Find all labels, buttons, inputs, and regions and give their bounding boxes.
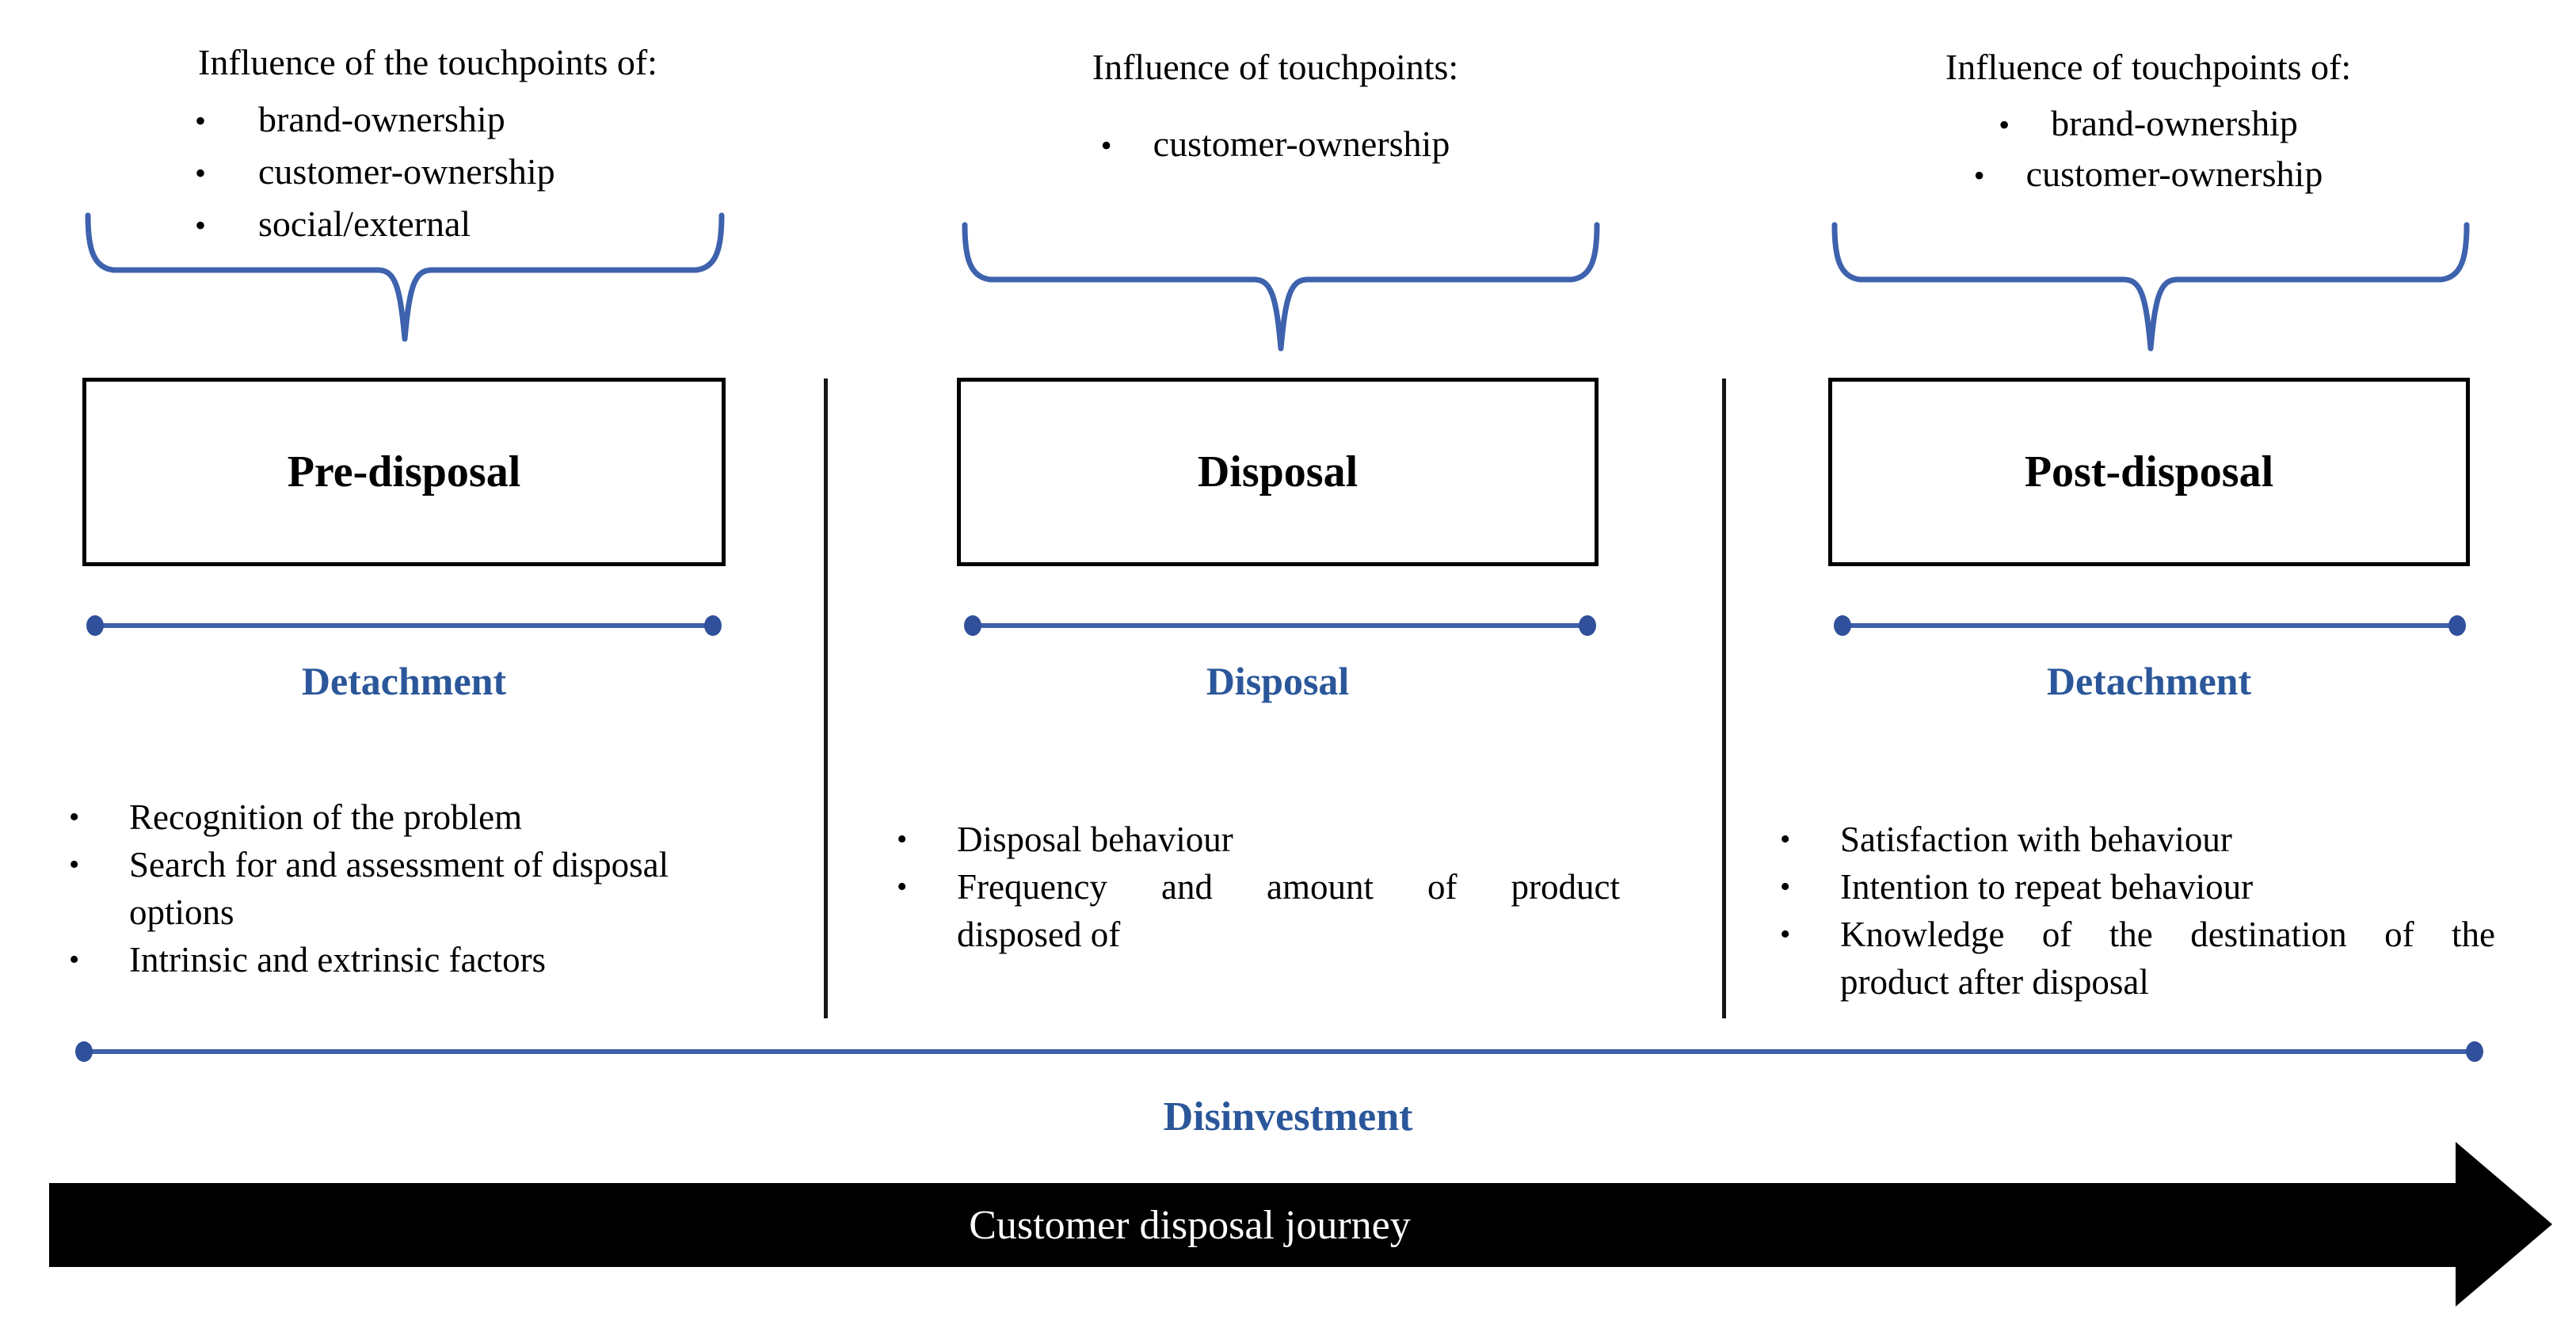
detail-item: • Recognition of the problem xyxy=(59,793,745,841)
influence-list-disposal: • customer-ownership xyxy=(895,120,1656,168)
detail-item: • Disposal behaviour xyxy=(887,816,1620,863)
bullet-icon: • xyxy=(897,823,908,856)
list-item: • customer-ownership xyxy=(1768,149,2528,200)
phase-title: Disposal xyxy=(1197,447,1358,496)
influence-list-pre: • brand-ownership • customer-ownership •… xyxy=(182,93,784,250)
range-line-pre xyxy=(86,615,722,636)
journey-arrowhead-icon xyxy=(2456,1142,2552,1307)
list-item: • customer-ownership xyxy=(895,120,1656,168)
influence-heading-pre: Influence of the touchpoints of: xyxy=(198,42,657,82)
phase-box-disposal: Disposal xyxy=(957,378,1599,566)
influence-list-post: • brand-ownership • customer-ownership xyxy=(1768,98,2528,200)
bullet-icon: • xyxy=(1780,870,1791,904)
detail-item: • Satisfaction with behaviour xyxy=(1770,816,2495,863)
influence-item: customer-ownership xyxy=(2025,154,2323,194)
bullet-icon: • xyxy=(69,943,80,976)
bullet-icon: • xyxy=(1999,107,2010,143)
journey-arrow-label: Customer disposal journey xyxy=(969,1202,1411,1248)
column-divider xyxy=(824,379,828,1018)
detail-item: • Intention to repeat behaviour xyxy=(1770,863,2495,911)
influence-item: brand-ownership xyxy=(2051,103,2298,143)
bullet-icon: • xyxy=(69,848,80,881)
bullet-icon: • xyxy=(69,801,80,834)
phase-title: Pre-disposal xyxy=(287,447,521,496)
detail-item: • Knowledge of the destination of the pr… xyxy=(1770,911,2495,1006)
influence-heading-disposal: Influence of touchpoints: xyxy=(1092,47,1459,87)
detail-list-disposal: • Disposal behaviour • Frequency and amo… xyxy=(887,816,1620,958)
curly-brace-icon xyxy=(1831,222,2470,352)
detail-item: • Frequency and amount of product dispos… xyxy=(887,863,1620,958)
detail-item: • Search for and assessment of disposal … xyxy=(59,841,745,936)
detail-item: • Intrinsic and extrinsic factors xyxy=(59,936,745,983)
detail-line: Frequency and amount of product xyxy=(957,867,1620,907)
detail-line: product after disposal xyxy=(1840,962,2149,1002)
bullet-icon: • xyxy=(1100,127,1112,163)
detail-line: Intention to repeat behaviour xyxy=(1840,867,2254,907)
detail-list-pre: • Recognition of the problem • Search fo… xyxy=(59,793,745,983)
column-divider xyxy=(1722,379,1726,1018)
list-item: • social/external xyxy=(182,198,784,250)
curly-brace-icon xyxy=(85,212,725,342)
detail-line: Knowledge of the destination of the xyxy=(1840,915,2495,954)
bullet-icon: • xyxy=(195,103,207,139)
phase-box-post: Post-disposal xyxy=(1828,378,2470,566)
detail-line: Intrinsic and extrinsic factors xyxy=(129,940,547,980)
phase-box-pre: Pre-disposal xyxy=(82,378,726,566)
influence-item: social/external xyxy=(258,204,471,244)
range-line-post xyxy=(1834,615,2466,636)
disinvestment-label: Disinvestment xyxy=(1163,1094,1413,1139)
bullet-icon: • xyxy=(1780,918,1791,951)
list-item: • customer-ownership xyxy=(182,146,784,198)
bullet-icon: • xyxy=(897,870,908,904)
process-label-disposal: Disposal xyxy=(1206,659,1350,703)
influence-item: customer-ownership xyxy=(1153,124,1450,164)
detail-line: Satisfaction with behaviour xyxy=(1840,820,2232,859)
detail-line: options xyxy=(129,892,234,932)
phase-title: Post-disposal xyxy=(2024,447,2274,496)
bullet-icon: • xyxy=(1973,158,1985,193)
bullet-icon: • xyxy=(195,207,207,243)
journey-arrow: Customer disposal journey xyxy=(49,1183,2457,1267)
bullet-icon: • xyxy=(1780,823,1791,856)
bullet-icon: • xyxy=(195,155,207,191)
detail-line: disposed of xyxy=(957,915,1121,954)
influence-item: customer-ownership xyxy=(258,151,555,192)
process-label-detachment: Detachment xyxy=(2046,659,2252,703)
list-item: • brand-ownership xyxy=(1768,98,2528,149)
list-item: • brand-ownership xyxy=(182,93,784,146)
detail-line: Search for and assessment of disposal xyxy=(129,845,669,885)
influence-heading-post: Influence of touchpoints of: xyxy=(1945,47,2352,87)
range-line-disposal xyxy=(964,615,1596,636)
curly-brace-icon xyxy=(962,222,1600,352)
disinvestment-line xyxy=(75,1041,2483,1062)
detail-list-post: • Satisfaction with behaviour • Intentio… xyxy=(1770,816,2495,1006)
detail-line: Recognition of the problem xyxy=(129,797,523,837)
process-label-detachment: Detachment xyxy=(301,659,507,703)
influence-item: brand-ownership xyxy=(258,99,505,139)
detail-line: Disposal behaviour xyxy=(957,820,1233,859)
